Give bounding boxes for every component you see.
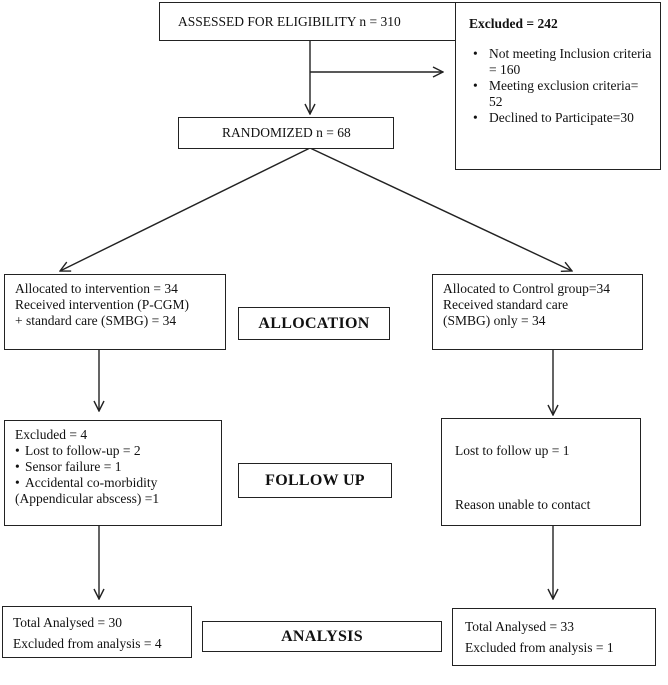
allocation-label: ALLOCATION bbox=[238, 307, 390, 340]
assessed-text: ASSESSED FOR ELIGIBILITY n = 310 bbox=[178, 13, 401, 29]
arrow-to-control bbox=[309, 147, 572, 271]
excluded-box: Excluded = 242 Not meeting Inclusion cri… bbox=[455, 2, 661, 170]
excluded-item: Meeting exclusion criteria= 52 bbox=[469, 78, 652, 110]
followup-intervention-continuation: (Appendicular abscess) =1 bbox=[15, 491, 160, 506]
assessed-box: ASSESSED FOR ELIGIBILITY n = 310 bbox=[159, 2, 459, 41]
intervention-analysis-box: Total Analysed = 30 Excluded from analys… bbox=[2, 606, 192, 658]
followup-intervention-list: Lost to follow-up = 2 Sensor failure = 1… bbox=[15, 443, 215, 491]
followup-control-line-1: Lost to follow up = 1 bbox=[455, 443, 570, 458]
followup-intervention-item: Lost to follow-up = 2 bbox=[15, 443, 215, 459]
followup-control-line-2: Reason unable to contact bbox=[455, 497, 591, 512]
excluded-list: Not meeting Inclusion criteria = 160 Mee… bbox=[469, 46, 652, 126]
excluded-item: Not meeting Inclusion criteria = 160 bbox=[469, 46, 652, 78]
control-analysis-box: Total Analysed = 33 Excluded from analys… bbox=[452, 608, 656, 666]
control-allocation-box: Allocated to Control group=34 Received s… bbox=[432, 274, 643, 350]
control-line-3: (SMBG) only = 34 bbox=[443, 313, 546, 328]
arrow-to-intervention bbox=[60, 147, 311, 271]
randomized-text: RANDOMIZED n = 68 bbox=[222, 125, 351, 140]
followup-intervention-title: Excluded = 4 bbox=[15, 427, 88, 442]
followup-label: FOLLOW UP bbox=[238, 463, 392, 498]
analysis-label: ANALYSIS bbox=[202, 621, 442, 652]
followup-intervention-item: Sensor failure = 1 bbox=[15, 459, 215, 475]
intervention-line-2: Received intervention (P-CGM) bbox=[15, 297, 189, 312]
analysis-intervention-line-2: Excluded from analysis = 4 bbox=[13, 636, 162, 651]
analysis-control-line-2: Excluded from analysis = 1 bbox=[465, 640, 614, 655]
intervention-line-1: Allocated to intervention = 34 bbox=[15, 281, 178, 296]
intervention-followup-box: Excluded = 4 Lost to follow-up = 2 Senso… bbox=[4, 420, 222, 526]
control-line-2: Received standard care bbox=[443, 297, 569, 312]
randomized-box: RANDOMIZED n = 68 bbox=[178, 117, 394, 149]
analysis-control-line-1: Total Analysed = 33 bbox=[465, 619, 575, 634]
control-line-1: Allocated to Control group=34 bbox=[443, 281, 610, 296]
followup-intervention-item: Accidental co-morbidity bbox=[15, 475, 215, 491]
intervention-allocation-box: Allocated to intervention = 34 Received … bbox=[4, 274, 226, 350]
excluded-title: Excluded = 242 bbox=[469, 16, 558, 31]
excluded-item: Declined to Participate=30 bbox=[469, 110, 652, 126]
intervention-line-3: + standard care (SMBG) = 34 bbox=[15, 313, 177, 328]
analysis-intervention-line-1: Total Analysed = 30 bbox=[13, 615, 123, 630]
control-followup-box: Lost to follow up = 1 Reason unable to c… bbox=[441, 418, 641, 526]
